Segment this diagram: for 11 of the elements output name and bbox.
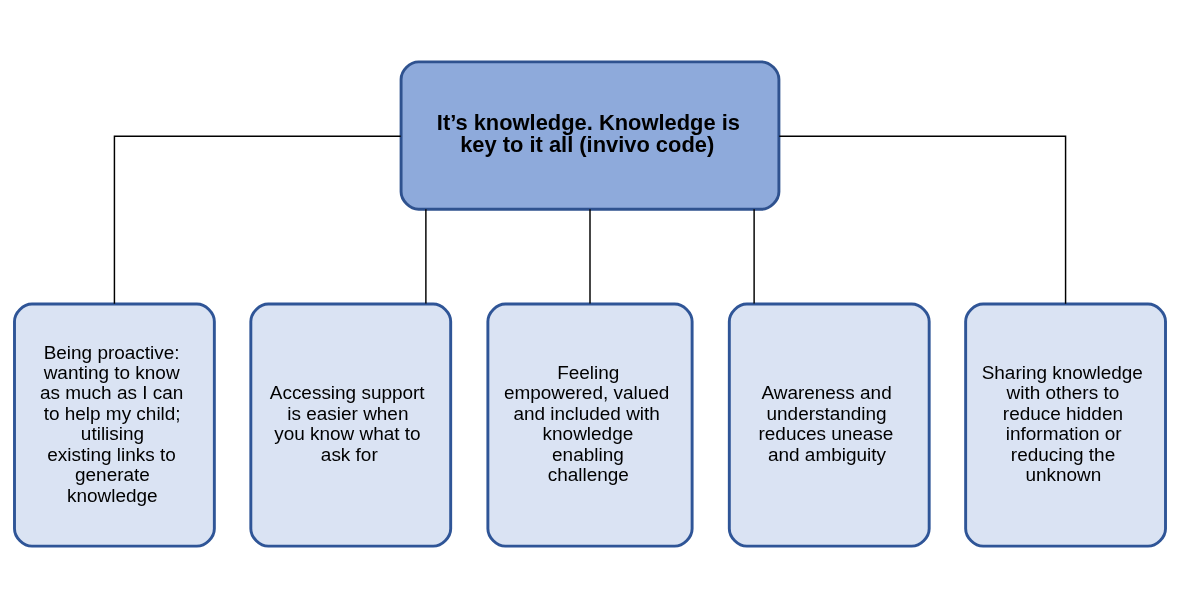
- connector: [113, 135, 402, 305]
- node-box: Feeling empowered, valued and included with knowledge enabling challenge: [486, 302, 694, 548]
- node-box: It’s knowledge. Knowledge is key to it all (invivo code): [399, 59, 781, 211]
- node-box: Awareness and understanding reduces unease and ambiguity: [727, 302, 931, 548]
- node-box: Sharing knowledge with others to reduce hidden information or reducing the unknown: [964, 302, 1167, 548]
- connector: [589, 208, 591, 304]
- connector: [425, 208, 427, 304]
- connector: [753, 208, 755, 304]
- node-box: Being proactive: wanting to know as much as I can to help my child; utilising existing links to generate knowledge: [13, 302, 216, 548]
- node-box: Accessing support is easier when you know what to ask for: [249, 302, 453, 548]
- connector: [778, 135, 1067, 305]
